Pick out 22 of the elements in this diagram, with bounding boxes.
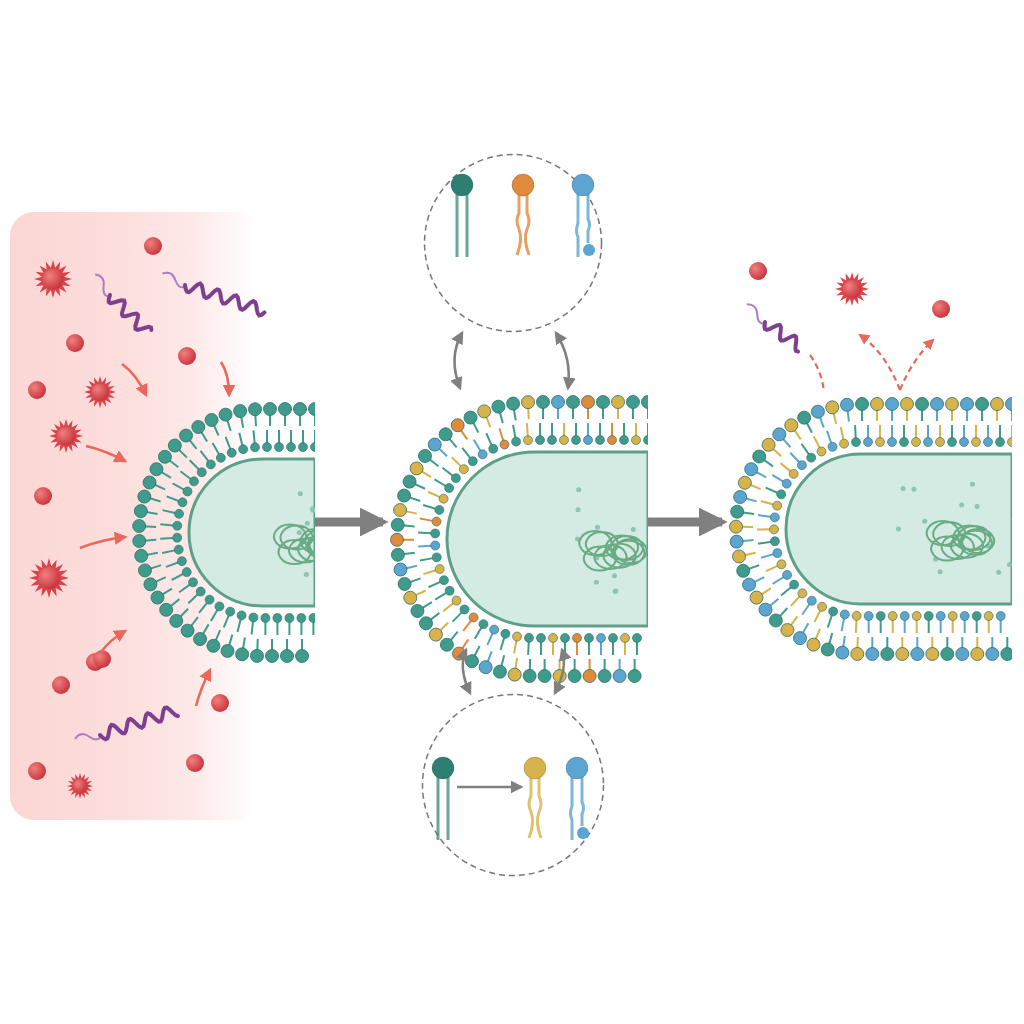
arrow bbox=[99, 629, 128, 653]
arrow bbox=[315, 507, 389, 537]
lipid-molecule-icon bbox=[563, 756, 591, 842]
arrow bbox=[457, 780, 524, 794]
lipid-molecule-icon bbox=[448, 173, 476, 259]
arrow bbox=[899, 338, 935, 391]
arrow bbox=[450, 330, 464, 391]
arrow bbox=[194, 667, 212, 707]
arrow bbox=[121, 362, 148, 398]
arrow bbox=[219, 361, 236, 398]
arrow bbox=[79, 531, 128, 550]
arrow bbox=[648, 507, 728, 537]
zoom-circle bbox=[423, 153, 603, 333]
arrow bbox=[554, 330, 576, 391]
arrow bbox=[553, 647, 572, 696]
arrow bbox=[456, 647, 472, 696]
arrow bbox=[858, 333, 901, 391]
bacterial-cell-drawing bbox=[125, 395, 315, 670]
lipid-molecule-icon bbox=[569, 173, 597, 259]
arrow bbox=[85, 444, 128, 463]
zoom-circle bbox=[421, 693, 605, 877]
lipid-molecule-icon bbox=[429, 756, 457, 842]
